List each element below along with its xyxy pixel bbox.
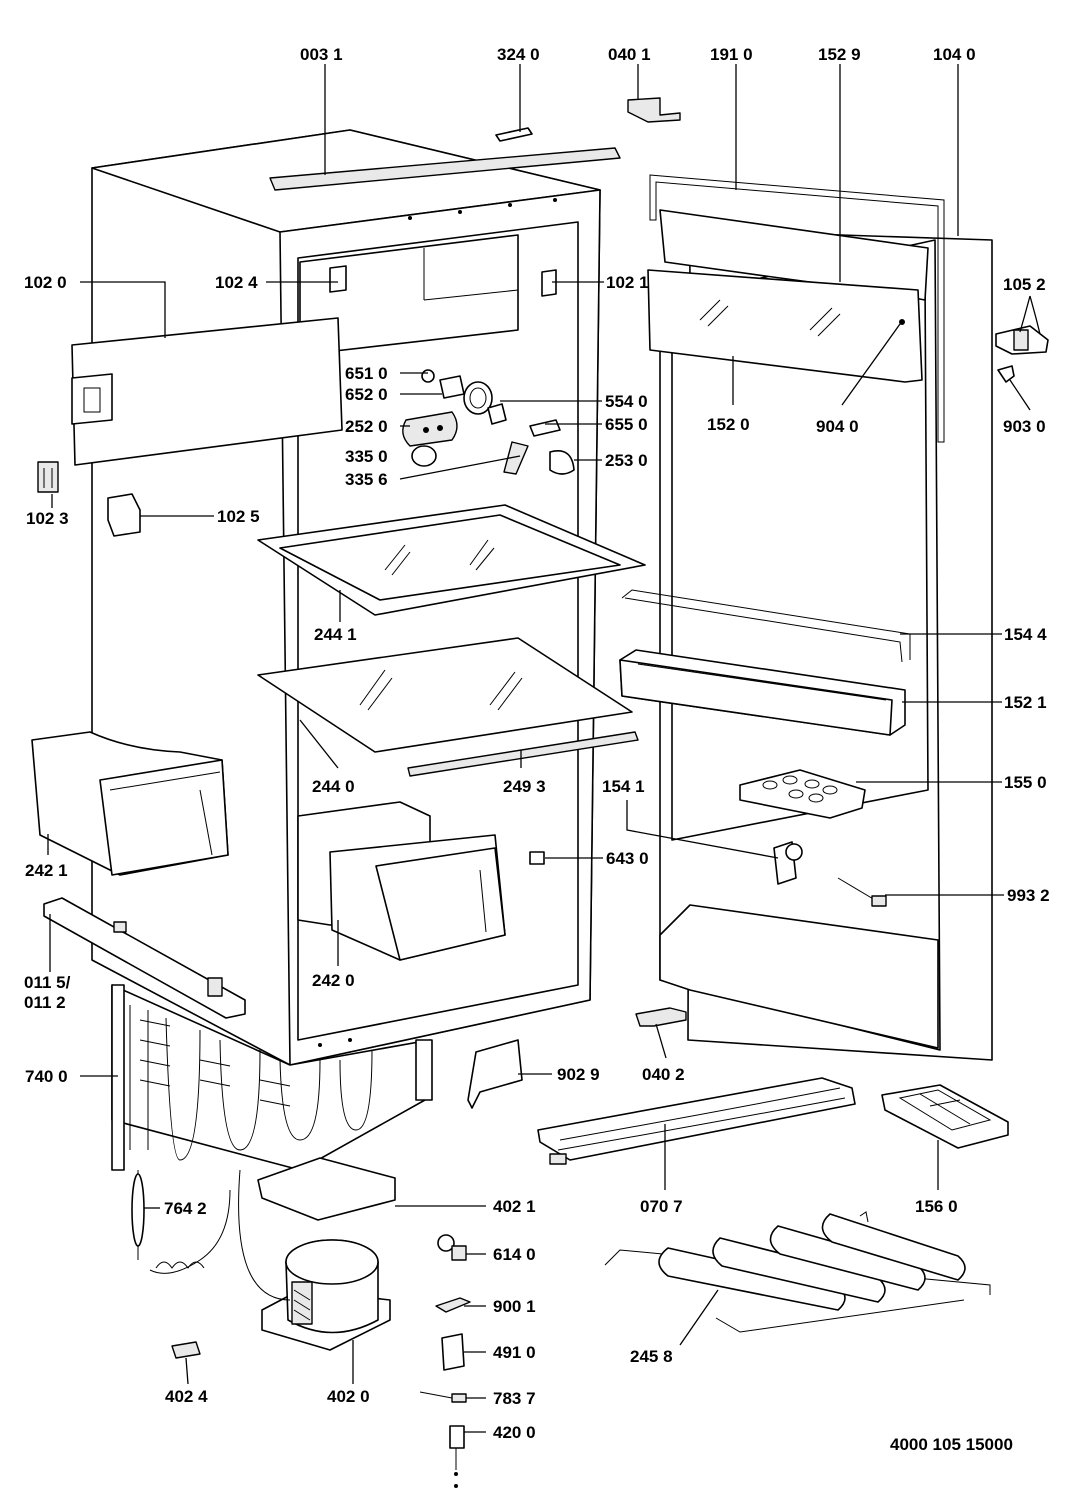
cover-part-9029 — [467, 1039, 523, 1109]
cover-part-0707 — [537, 1077, 856, 1165]
label-4024: 402 4 — [165, 1387, 208, 1406]
label-9001: 900 1 — [493, 1297, 536, 1316]
door-shelf-part-1529 — [647, 209, 929, 383]
label-1560: 156 0 — [915, 1197, 958, 1216]
corner-piece-1025 — [107, 493, 141, 537]
label-5540: 554 0 — [605, 392, 648, 411]
label-4021: 402 1 — [493, 1197, 536, 1216]
condenser-part-7400 — [111, 984, 433, 1171]
egg-tray-part-1550 — [739, 769, 866, 819]
label-4020: 402 0 — [327, 1387, 370, 1406]
label-2440: 244 0 — [312, 777, 355, 796]
compressor-part-4020 — [261, 1239, 391, 1351]
clip-part-3240 — [495, 127, 533, 142]
label-4910: 491 0 — [493, 1343, 536, 1362]
small-part-9001 — [435, 1297, 471, 1313]
leader-lines — [47, 64, 1041, 1433]
small-part-6140 — [437, 1234, 467, 1261]
label-0031: 003 1 — [300, 45, 343, 64]
label-7642: 764 2 — [164, 1199, 207, 1218]
label-9029: 902 9 — [557, 1065, 600, 1084]
bracket-part-0402 — [635, 1007, 687, 1027]
label-2493: 249 3 — [503, 777, 546, 796]
label-1023: 102 3 — [26, 509, 69, 528]
label-2421: 242 1 — [25, 861, 68, 880]
label-1040: 104 0 — [933, 45, 976, 64]
label-2420: 242 0 — [312, 971, 355, 990]
small-part-4024 — [171, 1341, 201, 1359]
hinge-part-1023 — [37, 461, 59, 493]
label-6510: 651 0 — [345, 364, 388, 383]
label-0402: 040 2 — [642, 1065, 685, 1084]
bracket-part-1024 — [329, 265, 347, 293]
side-panel-part — [71, 317, 343, 466]
drip-tray-part-1560 — [881, 1084, 1009, 1149]
label-2530: 253 0 — [605, 451, 648, 470]
door-bin-part-1521 — [619, 649, 906, 736]
small-part-7837 — [419, 1391, 467, 1403]
glass-plate-2440 — [257, 637, 633, 753]
label-1550: 155 0 — [1004, 773, 1047, 792]
label-2520: 252 0 — [345, 417, 388, 436]
label-1541: 154 1 — [602, 777, 645, 796]
label-1521: 152 1 — [1004, 693, 1047, 712]
label-1021: 102 1 — [606, 273, 649, 292]
bracket-part-0401 — [627, 97, 681, 123]
strip-part-2493 — [407, 731, 639, 777]
small-part-4200 — [449, 1425, 465, 1488]
label-1520: 152 0 — [707, 415, 750, 434]
evaporator-part-2458 — [604, 1211, 991, 1333]
label-0707: 070 7 — [640, 1197, 683, 1216]
label-2441: 244 1 — [314, 625, 357, 644]
small-part-6430 — [529, 851, 545, 865]
label-3240: 324 0 — [497, 45, 540, 64]
crisper-part-2421 — [31, 731, 229, 876]
small-part-9932 — [837, 877, 887, 907]
shelf-part-2441 — [257, 504, 646, 616]
drawing-number: 4000 105 15000 — [890, 1435, 1013, 1454]
label-9040: 904 0 — [816, 417, 859, 436]
label-1025: 102 5 — [217, 507, 260, 526]
hinge-part-1052 — [995, 325, 1049, 355]
label-9030: 903 0 — [1003, 417, 1046, 436]
label-3350: 335 0 — [345, 447, 388, 466]
label-1544: 154 4 — [1004, 625, 1047, 644]
label-6430: 643 0 — [606, 849, 649, 868]
label-0115: 011 5/ — [24, 973, 71, 992]
label-6520: 652 0 — [345, 385, 388, 404]
rail-part-1544 — [621, 589, 911, 663]
label-7837: 783 7 — [493, 1389, 536, 1408]
part-labels: 003 1 324 0 040 1 191 0 152 9 104 0 102 … — [24, 45, 1050, 1454]
bracket-part-1021 — [541, 269, 557, 297]
label-7400: 740 0 — [25, 1067, 68, 1086]
small-part-9030 — [997, 365, 1015, 383]
front-rail-part — [43, 897, 246, 1019]
label-6140: 614 0 — [493, 1245, 536, 1264]
label-4200: 420 0 — [493, 1423, 536, 1442]
label-1024: 102 4 — [215, 273, 258, 292]
small-part-4910 — [441, 1333, 465, 1371]
box-part-2420 — [297, 801, 506, 961]
top-trim-part — [269, 147, 621, 191]
capillary-part-7642 — [131, 1170, 231, 1274]
label-1052: 105 2 — [1003, 275, 1046, 294]
thermostat-cluster — [402, 369, 575, 475]
label-6550: 655 0 — [605, 415, 648, 434]
label-0401: 040 1 — [608, 45, 651, 64]
label-2458: 245 8 — [630, 1347, 673, 1366]
clip-part-1541 — [773, 841, 803, 885]
label-1910: 191 0 — [710, 45, 753, 64]
label-3356: 335 6 — [345, 470, 388, 489]
tray-part-4021 — [257, 1157, 396, 1221]
label-0112: 011 2 — [24, 993, 66, 1012]
label-1020: 102 0 — [24, 273, 67, 292]
label-9932: 993 2 — [1007, 886, 1050, 905]
label-1529: 152 9 — [818, 45, 861, 64]
